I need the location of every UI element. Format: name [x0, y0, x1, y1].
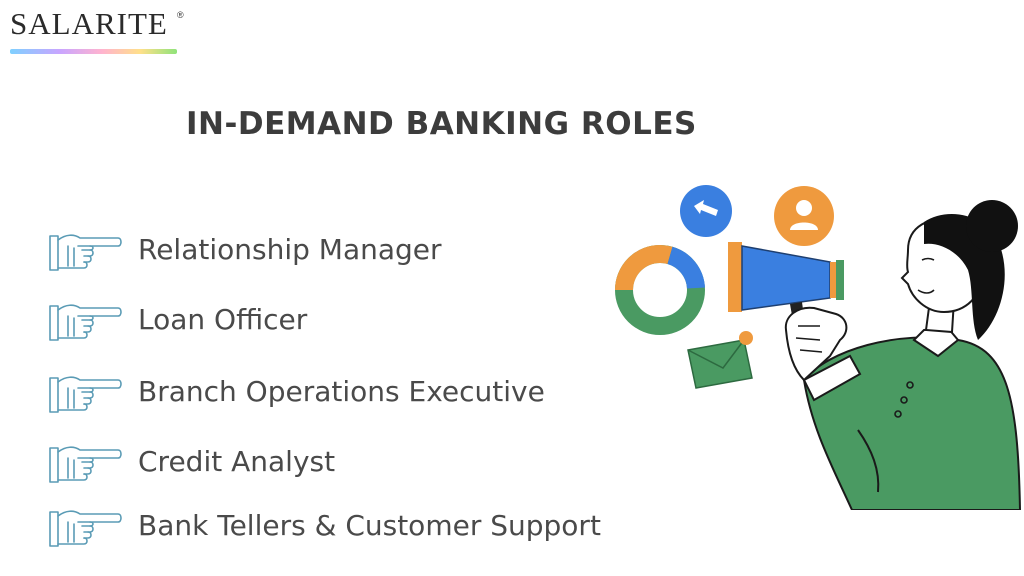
role-label: Branch Operations Executive	[138, 375, 545, 408]
role-label: Credit Analyst	[138, 445, 336, 478]
pointing-hand-icon	[49, 234, 122, 271]
page-title: IN-DEMAND BANKING ROLES	[186, 106, 697, 142]
role-label: Loan Officer	[138, 303, 308, 336]
user-icon	[774, 186, 834, 246]
donut-chart-icon	[615, 244, 705, 335]
registered-mark: ®	[177, 10, 184, 20]
logo-gradient-bar	[10, 49, 177, 54]
roles-list: Relationship Manager Loan Officer	[44, 222, 644, 572]
arrow-cursor-icon	[680, 185, 732, 237]
role-label: Bank Tellers & Customer Support	[138, 509, 601, 542]
megaphone-illustration	[615, 185, 1022, 510]
salarite-logo[interactable]: SALARITE ®	[10, 8, 185, 56]
role-item: Loan Officer	[44, 292, 644, 348]
envelope-icon	[687, 331, 753, 389]
pointing-hand-icon	[49, 446, 122, 483]
woman-figure	[784, 200, 1022, 510]
pointing-hand-icon	[49, 510, 122, 547]
role-item: Bank Tellers & Customer Support	[44, 498, 644, 554]
role-label: Relationship Manager	[138, 233, 442, 266]
role-item: Relationship Manager	[44, 222, 644, 278]
pointing-hand-icon	[49, 376, 122, 413]
role-item: Branch Operations Executive	[44, 364, 644, 420]
role-item: Credit Analyst	[44, 434, 644, 490]
pointing-hand-icon	[49, 304, 122, 341]
logo-text: SALARITE	[10, 6, 168, 41]
